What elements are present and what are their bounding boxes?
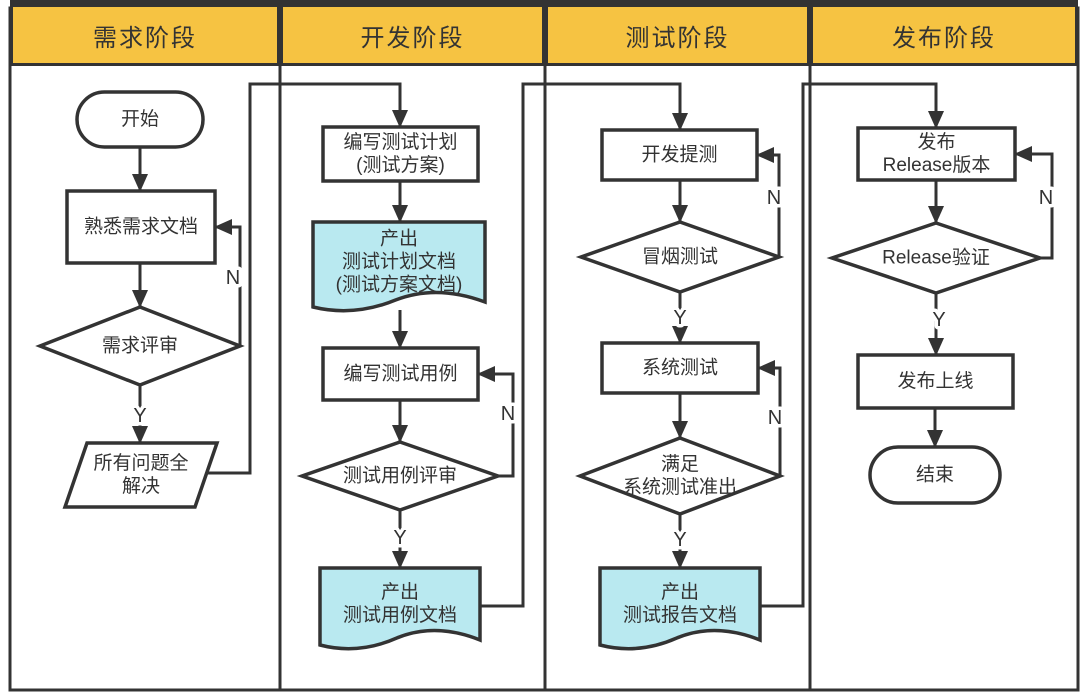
node-go-live-label: 发布上线 — [897, 370, 973, 392]
edge-label-smoke-no: N — [767, 187, 781, 209]
node-end-label: 结束 — [916, 464, 954, 486]
node-release-verify — [826, 221, 1046, 295]
node-test-case-doc-label: 产出测试用例文档 — [343, 581, 457, 626]
node-start-label: 开始 — [121, 108, 159, 130]
node-all-issues-resolved — [62, 441, 220, 509]
node-test-case-review — [296, 440, 504, 512]
edge-label-exit-yes: Y — [673, 529, 686, 551]
edge-review-no — [214, 219, 242, 346]
node-write-test-cases — [321, 346, 480, 402]
node-start — [75, 90, 205, 149]
node-write-test-plan-label: 编写测试计划(测试方案) — [343, 131, 457, 176]
node-write-test-cases-label: 编写测试用例 — [343, 363, 457, 385]
lane-header-development: 开发阶段 — [280, 0, 545, 66]
node-all-issues-resolved-label: 所有问题全解决 — [93, 452, 188, 497]
node-req-review — [35, 305, 245, 387]
node-req-review-label: 需求评审 — [102, 335, 178, 357]
node-read-req-doc — [65, 189, 217, 265]
edge-resolved-to-plan — [207, 82, 408, 475]
node-test-case-review-label: 测试用例评审 — [343, 465, 457, 487]
node-test-case-doc — [318, 566, 482, 651]
node-test-plan-doc-label: 产出测试计划文档(测试方案文档) — [336, 228, 463, 296]
node-system-test-label: 系统测试 — [642, 357, 718, 379]
node-exit-criteria-label: 满足系统测试准出 — [623, 453, 737, 498]
node-test-report-doc-label: 产出测试报告文档 — [623, 581, 737, 626]
node-write-test-plan — [321, 125, 480, 183]
edge-casedoc-to-submit — [480, 82, 688, 608]
node-test-plan-doc — [311, 220, 487, 313]
node-go-live — [856, 353, 1015, 410]
edge-casereview-no — [477, 366, 515, 478]
edge-label-verify-yes: Y — [932, 309, 945, 331]
node-dev-submit-label: 开发提测 — [641, 144, 717, 166]
edge-smoke-no — [756, 147, 781, 257]
node-exit-criteria — [575, 436, 785, 516]
lane-header-testing: 测试阶段 — [545, 0, 810, 66]
node-dev-submit — [600, 128, 759, 182]
edge-label-smoke-yes: Y — [673, 307, 686, 329]
node-test-report-doc — [598, 566, 762, 651]
edge-label-casereview-no: N — [501, 403, 515, 425]
node-release-version — [856, 126, 1017, 182]
node-smoke-test — [575, 220, 785, 294]
lane-release — [808, 6, 1080, 692]
edge-label-casereview-yes: Y — [393, 527, 406, 549]
edge-label-exit-no: N — [768, 407, 782, 429]
edge-verify-no — [1014, 146, 1054, 260]
edge-exit-no — [757, 360, 782, 476]
node-system-test — [600, 341, 760, 395]
node-read-req-doc-label: 熟悉需求文档 — [84, 216, 198, 238]
node-end — [868, 445, 1002, 505]
edge-label-review-no: N — [226, 267, 240, 289]
lane-header-release: 发布阶段 — [810, 0, 1078, 66]
node-release-verify-label: Release验证 — [882, 247, 990, 269]
edge-label-verify-no: N — [1039, 187, 1053, 209]
edge-reportdoc-to-release — [760, 82, 944, 608]
lane-header-requirements: 需求阶段 — [10, 0, 280, 66]
node-smoke-test-label: 冒烟测试 — [642, 246, 718, 268]
edge-label-review-yes: Y — [133, 405, 146, 427]
